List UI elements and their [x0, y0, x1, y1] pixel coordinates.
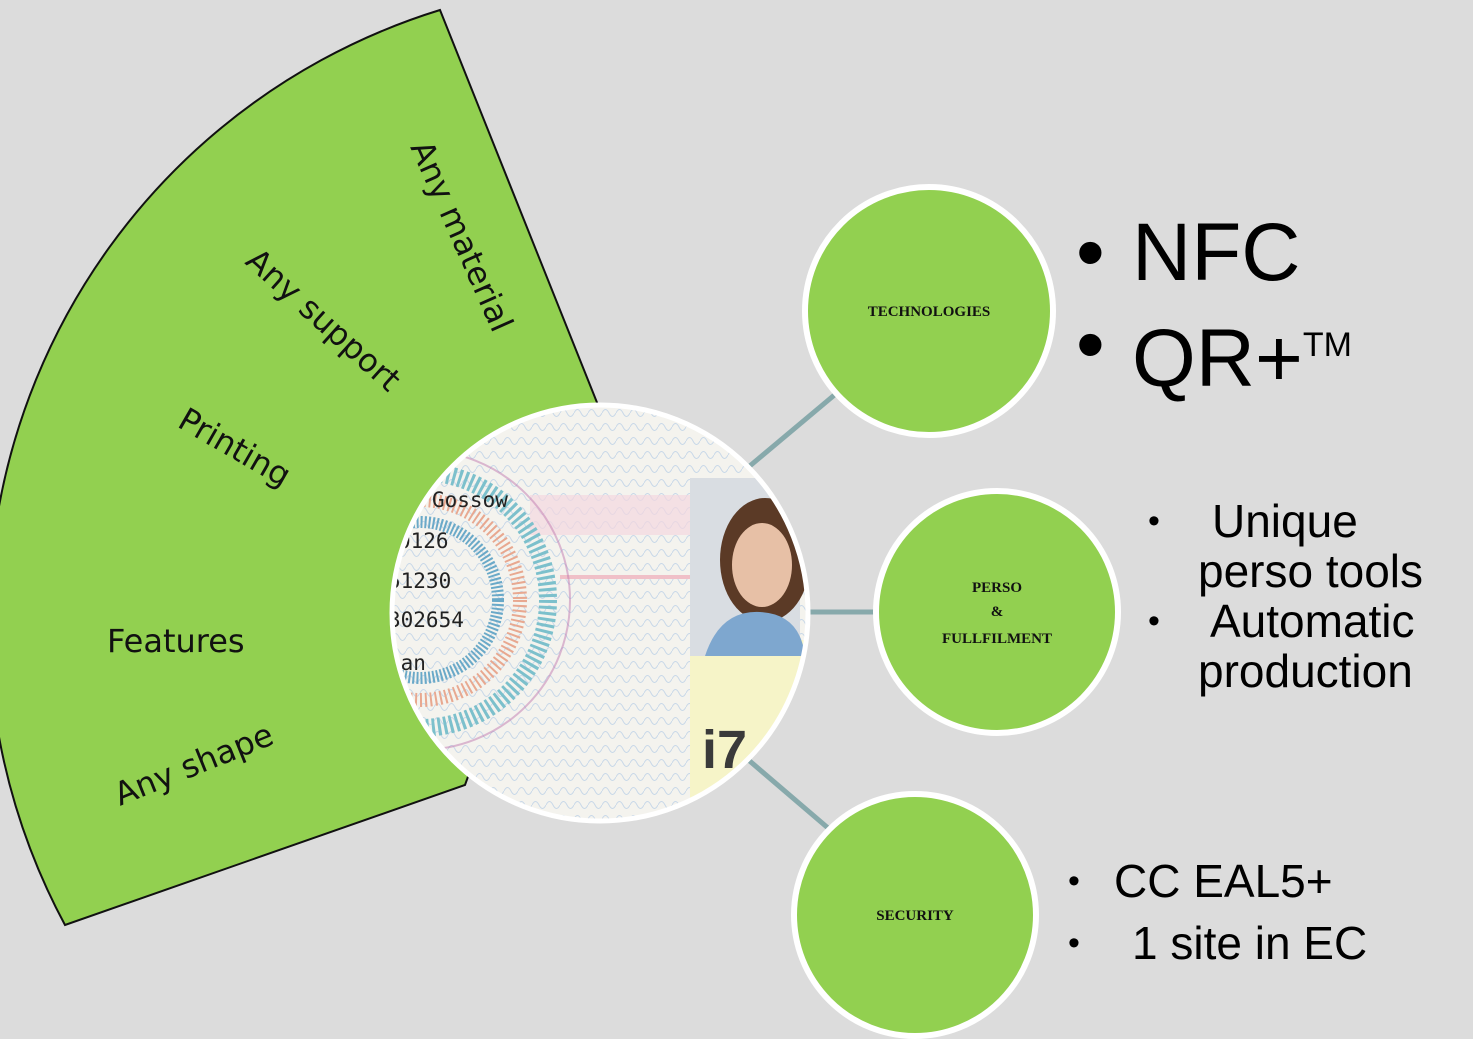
node-perso-line2: &: [991, 604, 1004, 620]
bullet-automatic-line1: Automatic: [1210, 595, 1415, 647]
card-text-3: 302654: [388, 608, 464, 632]
bullet-qr: QR+TM: [1076, 299, 1352, 405]
bullet-automatic-production: Automatic production: [1140, 596, 1423, 696]
node-perso: PERSO & FULLFILMENT: [873, 488, 1121, 736]
center-photo: Gossow 0126 51230 302654 ian i7: [388, 402, 811, 824]
node-perso-line3: FULLFILMENT: [942, 631, 1052, 647]
connector-security: [743, 755, 830, 830]
bullet-unique-line1: Unique: [1212, 495, 1358, 547]
bullet-one-site-ec: 1 site in EC: [1064, 912, 1367, 974]
bullets-technologies: NFC QR+TM: [1076, 207, 1352, 405]
card-text-2: 51230: [388, 569, 451, 593]
node-perso-line1: PERSO: [972, 580, 1022, 596]
fan-label-features: Features: [107, 622, 245, 660]
node-security: SECURITY: [791, 791, 1039, 1039]
card-logo: i7: [702, 720, 747, 780]
bullet-nfc: NFC: [1076, 207, 1352, 299]
bullets-perso: Unique perso tools Automatic production: [1140, 496, 1423, 696]
bullet-automatic-line2: production: [1198, 645, 1413, 697]
node-technologies-label: TECHNOLOGIES: [868, 304, 991, 320]
card-text-0: Gossow: [432, 488, 508, 512]
node-technologies: TECHNOLOGIES: [802, 184, 1056, 438]
trademark-mark: TM: [1302, 326, 1352, 364]
bullets-security: CC EAL5+ 1 site in EC: [1064, 850, 1367, 974]
node-security-label: SECURITY: [876, 908, 954, 924]
connector-technologies: [743, 390, 840, 472]
portrait-icon: [690, 478, 808, 656]
bullet-qr-text: QR+: [1132, 313, 1303, 404]
bullet-unique-line2: perso tools: [1198, 545, 1424, 597]
bullet-unique-perso-tools: Unique perso tools: [1140, 496, 1423, 596]
bullet-cc-eal5: CC EAL5+: [1064, 850, 1367, 912]
